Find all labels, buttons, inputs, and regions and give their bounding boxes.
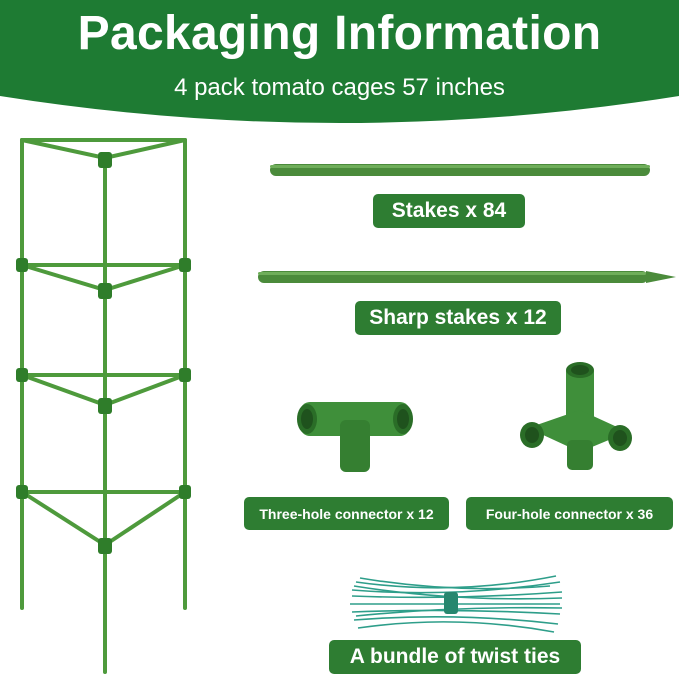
three-hole-connector-illustration bbox=[297, 402, 413, 472]
header-background bbox=[0, 0, 679, 123]
twist-ties-label: A bundle of twist ties bbox=[329, 640, 581, 674]
stake-illustration bbox=[270, 164, 650, 176]
four-hole-connector-illustration bbox=[520, 362, 632, 470]
four-hole-connector-label: Four-hole connector x 36 bbox=[466, 497, 673, 530]
page-title: Packaging Information bbox=[77, 7, 602, 60]
sharp-stake-illustration bbox=[258, 271, 676, 283]
twist-ties-illustration bbox=[350, 575, 563, 633]
twist-ties-band bbox=[444, 592, 458, 614]
page-subtitle: 4 pack tomato cages 57 inches bbox=[174, 74, 505, 101]
sharp-stakes-label: Sharp stakes x 12 bbox=[355, 301, 561, 335]
three-hole-connector-label: Three-hole connector x 12 bbox=[244, 497, 449, 530]
header-banner: Packaging Information 4 pack tomato cage… bbox=[0, 0, 679, 132]
stakes-label: Stakes x 84 bbox=[373, 194, 525, 228]
